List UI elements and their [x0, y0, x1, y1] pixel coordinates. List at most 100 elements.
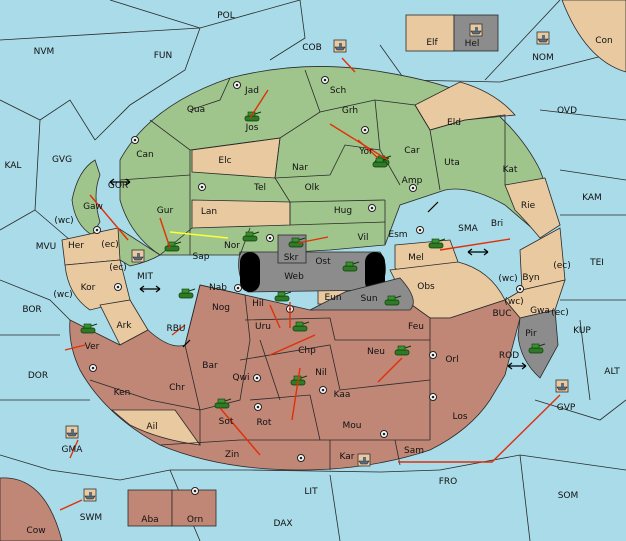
label-cow: Cow — [26, 526, 45, 536]
label-lan: Lan — [201, 207, 217, 217]
label-sot: Sot — [219, 417, 234, 427]
label-hug: Hug — [334, 206, 352, 216]
army-pir[interactable] — [528, 343, 546, 354]
label-orl: Orl — [445, 355, 458, 365]
label-gaw: Gaw — [83, 202, 103, 212]
label-kaa: Kaa — [334, 390, 351, 400]
army-ver[interactable] — [80, 323, 98, 334]
label-con: Con — [595, 36, 613, 46]
tunnel-west — [240, 252, 260, 292]
label-sam: Sam — [404, 446, 424, 456]
fleet-swm[interactable] — [83, 488, 97, 502]
label-zin: Zin — [225, 450, 239, 460]
label-feu: Feu — [408, 322, 424, 332]
label-amp: Amp — [402, 176, 423, 186]
fleet-gvp[interactable] — [555, 379, 569, 393]
label-mvu: MVU — [36, 242, 57, 252]
label-chr: Chr — [169, 383, 185, 393]
units-layer — [65, 23, 569, 502]
label-car: Car — [404, 146, 420, 156]
label-ken: Ken — [114, 388, 131, 398]
fleet-gma[interactable] — [65, 425, 79, 439]
label-gvp: GVP — [557, 403, 576, 413]
label-mit: MIT — [137, 272, 153, 282]
label-elf: Elf — [426, 38, 438, 48]
label-jad: Jad — [244, 86, 259, 96]
army-gur[interactable] — [164, 241, 182, 252]
label-buc: BUC — [492, 309, 511, 319]
fleet-kar[interactable] — [357, 453, 371, 467]
label-qwi: Qwi — [233, 373, 250, 383]
province-orn[interactable] — [171, 489, 217, 527]
label-gor: GOR — [108, 181, 128, 191]
label-her: Her — [68, 241, 84, 251]
army-uru[interactable] — [292, 321, 310, 332]
army-neu[interactable] — [394, 345, 412, 356]
label-nvm: NVM — [34, 47, 55, 57]
army-ost[interactable] — [342, 261, 360, 272]
province-aba[interactable] — [127, 489, 173, 527]
label-elc: Elc — [218, 156, 231, 166]
label-swm: SWM — [80, 513, 102, 523]
tunnel-east — [365, 252, 385, 292]
label-byn: Byn — [522, 273, 539, 283]
adjacency-arrows — [109, 178, 527, 370]
label-gwa: Gwa — [530, 306, 550, 316]
label-kat: Kat — [503, 165, 518, 175]
supply-centers — [89, 76, 524, 495]
label-sma: SMA — [458, 224, 478, 234]
label-mou: Mou — [343, 421, 362, 431]
label-uru: Uru — [255, 322, 271, 332]
label-mel: Mel — [408, 253, 424, 263]
label-alt: ALT — [604, 367, 620, 377]
fleet-nom[interactable] — [536, 31, 550, 45]
label-vil: Vil — [358, 233, 369, 243]
label-los: Los — [452, 412, 467, 422]
label-gur: Gur — [157, 206, 174, 216]
fleet-cob[interactable] — [333, 39, 347, 53]
army-hil[interactable] — [274, 291, 292, 302]
label-eld: Eld — [447, 118, 461, 128]
label-wc2: (wc) — [53, 290, 72, 300]
label-ost: Ost — [315, 257, 331, 267]
label-gvg: GVG — [52, 155, 72, 165]
army-sot[interactable] — [214, 398, 232, 409]
label-wc3: (wc) — [498, 274, 517, 284]
label-esm: Esm — [388, 230, 407, 240]
province-eld[interactable] — [414, 81, 516, 131]
label-tel: Tel — [253, 183, 266, 193]
army-nab[interactable] — [178, 288, 196, 299]
label-ovd: OVD — [557, 106, 577, 116]
army-nor[interactable] — [242, 231, 260, 242]
label-ec3: (ec) — [553, 261, 571, 271]
label-nab: Nab — [209, 283, 227, 293]
label-nil: Nil — [315, 368, 327, 378]
province-rie[interactable] — [504, 177, 561, 239]
label-ec1: (ec) — [101, 240, 119, 250]
label-tei: TEI — [589, 258, 604, 268]
label-sap: Sap — [193, 252, 210, 262]
label-ec4: (ec) — [551, 308, 569, 318]
province-gur-strip — [117, 227, 161, 267]
label-kor: Kor — [81, 283, 96, 293]
label-fun: FUN — [154, 51, 173, 61]
label-obs: Obs — [417, 282, 435, 292]
fleet-hel[interactable] — [469, 23, 483, 37]
label-bar: Bar — [202, 361, 218, 371]
fleet-mit[interactable] — [131, 249, 145, 263]
label-sun: Sun — [360, 294, 377, 304]
label-wc4: (wc) — [504, 297, 523, 307]
label-hil: Hil — [252, 299, 264, 309]
label-aba: Aba — [141, 515, 158, 525]
label-lit: LIT — [304, 487, 318, 497]
army-sun[interactable] — [384, 295, 402, 306]
army-mel[interactable] — [428, 238, 446, 249]
label-web: Web — [284, 272, 304, 282]
province-web[interactable] — [238, 251, 386, 293]
label-ec2: (ec) — [109, 263, 127, 273]
province-gaw[interactable] — [71, 159, 101, 236]
label-nor: Nor — [224, 241, 240, 251]
order-arrows — [59, 57, 561, 511]
province-elf[interactable] — [405, 14, 455, 52]
